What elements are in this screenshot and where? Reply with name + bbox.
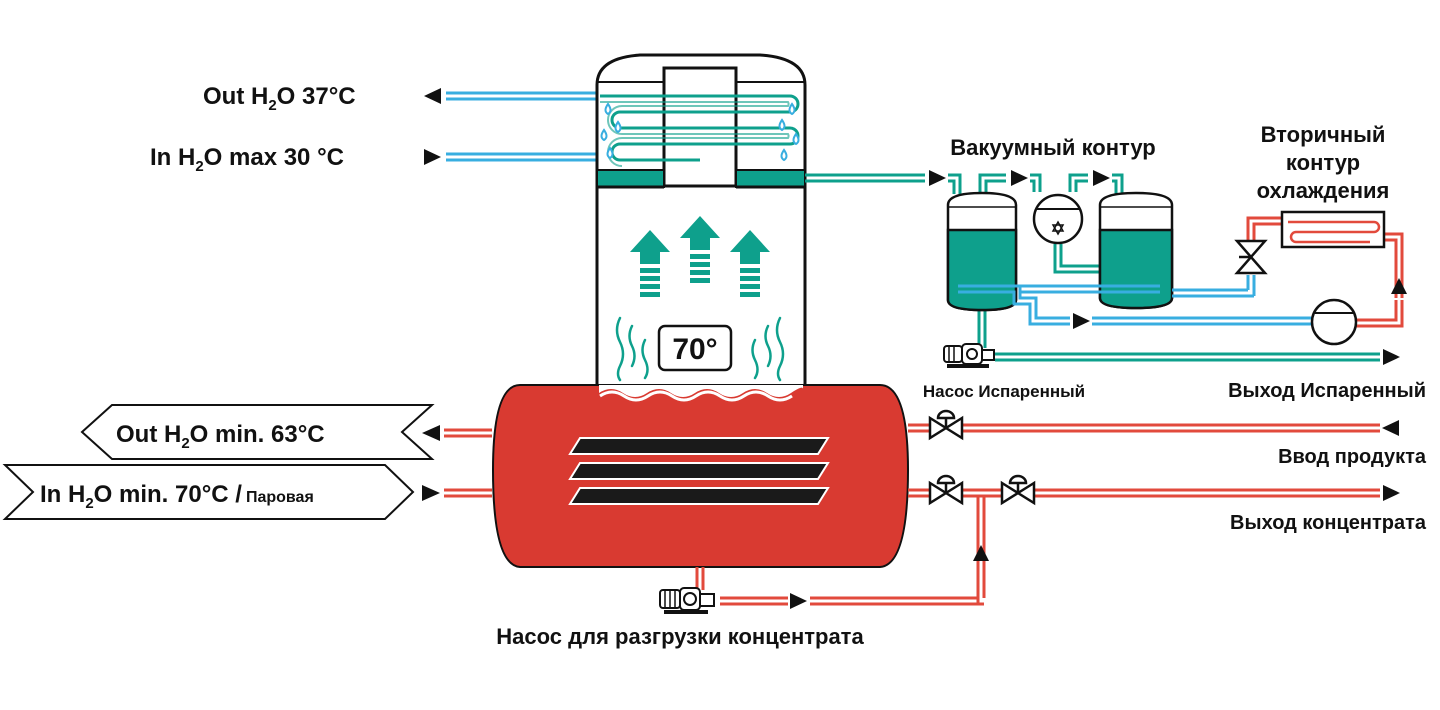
cooling-water-out-label: Out H2O 37°C <box>203 83 441 114</box>
product-valve-icon <box>928 409 964 441</box>
svg-text:Out H2O 37°C: Out H2O 37°C <box>203 83 356 114</box>
arrow-left-icon <box>1382 420 1399 436</box>
svg-text:In H2O max 30 °C: In H2O max 30 °C <box>150 144 344 175</box>
steam-wisps-icon <box>615 316 785 382</box>
concentrate-outlet-valve-icon <box>1000 474 1036 506</box>
vapour-arrows <box>929 170 1400 365</box>
expansion-valve-icon <box>1234 239 1268 275</box>
arrow-left-icon <box>422 425 440 441</box>
secondary-cooling-label-line2: контур <box>1286 150 1360 175</box>
vapour-rising-arrows-icon <box>630 216 770 297</box>
condensate-drops-icon <box>600 102 800 162</box>
arrow-up-icon <box>1391 278 1407 294</box>
vacuum-vapour-line <box>805 173 1380 362</box>
arrow-right-icon <box>1383 485 1400 501</box>
vacuum-compressor-icon <box>1032 193 1084 245</box>
arrow-left-icon <box>424 88 441 104</box>
arrow-right-icon <box>790 593 807 609</box>
concentrate-out-label: Выход концентрата <box>1230 512 1427 534</box>
vacuum-circuit-label: Вакуумный контур <box>950 135 1155 160</box>
concentrate-pump-label: Насос для разгрузки концентрата <box>496 624 864 649</box>
product-lines <box>695 423 1380 606</box>
heating-water-in-tag: In H2O min. 70°C /Паровая <box>2 464 440 520</box>
secondary-cooling-label-line1: Вторичный <box>1261 122 1386 147</box>
secondary-heat-exchanger <box>1280 210 1386 249</box>
product-in-label: Ввод продукта <box>1278 446 1427 468</box>
arrow-up-icon <box>973 545 989 561</box>
heating-plates <box>568 437 830 505</box>
cooling-pipes-left <box>446 91 597 162</box>
cooling-water-in-label: In H2O max 30 °C <box>150 144 441 175</box>
secondary-cooling-label-line3: охлаждения <box>1257 178 1390 203</box>
arrow-right-icon <box>424 149 441 165</box>
svg-text:In H2O min. 70°C /Паровая: In H2O min. 70°C /Паровая <box>40 481 314 512</box>
heating-water-out-tag: Out H2O min. 63°C <box>80 404 440 460</box>
svg-text:Out H2O min. 63°C: Out H2O min. 63°C <box>116 421 325 452</box>
secondary-red-loop <box>1246 216 1404 328</box>
concentrate-pump-icon <box>659 587 715 614</box>
secondary-cooling-loop <box>958 275 1312 326</box>
heating-pipes-left <box>444 428 492 498</box>
arrow-right-icon <box>1073 313 1090 329</box>
vacuum-tank-left <box>946 191 1018 312</box>
vacuum-tank-right <box>1098 191 1174 310</box>
evaporated-pump-label: Насос Испаренный <box>923 382 1085 401</box>
concentrate-valve-icon <box>928 474 964 506</box>
arrow-right-icon <box>422 485 440 501</box>
temperature-badge: 70° <box>657 324 733 372</box>
circulation-pump-icon <box>1310 298 1358 346</box>
evaporated-out-label: Выход Испаренный <box>1228 380 1426 402</box>
evaporated-pump-icon <box>943 343 995 368</box>
svg-text:70°: 70° <box>672 333 717 366</box>
